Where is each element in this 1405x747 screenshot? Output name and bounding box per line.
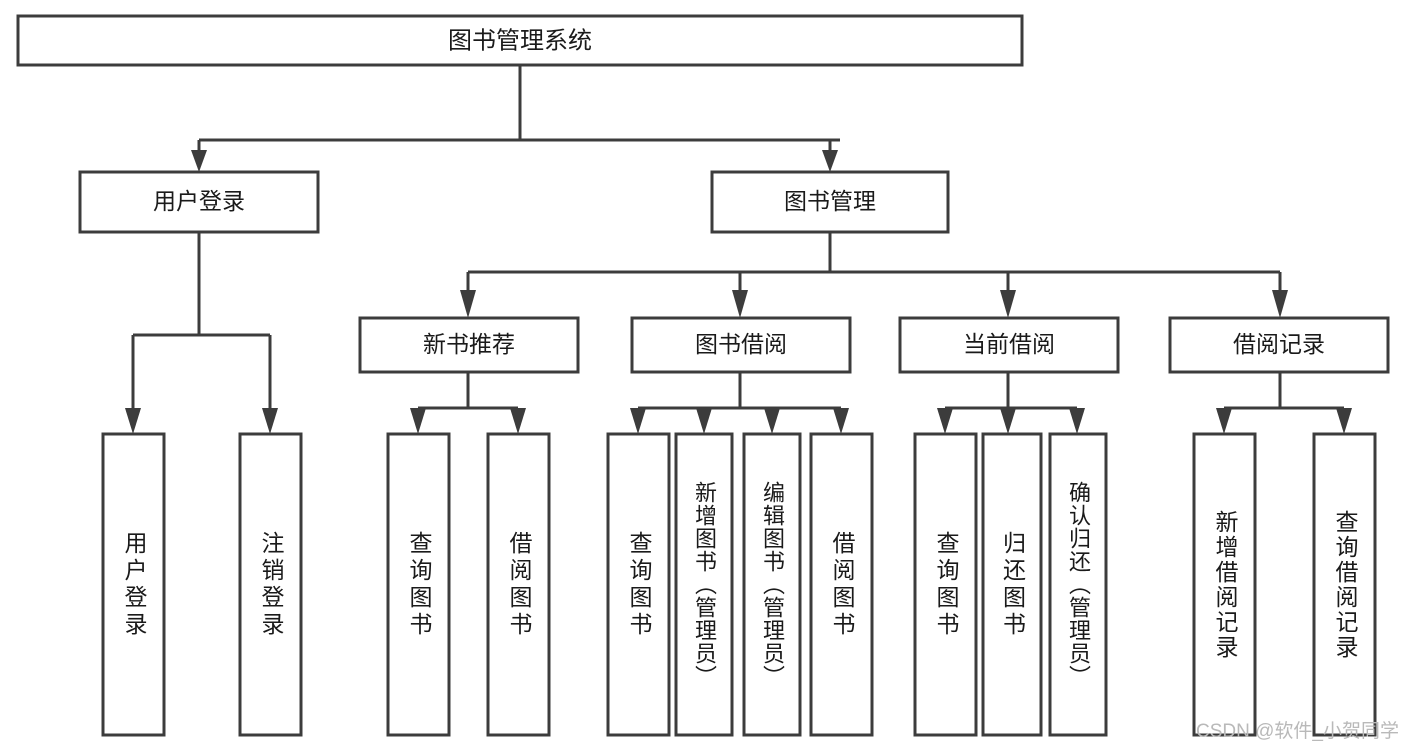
arrow-leaf-bookborrow-2 [696, 408, 712, 434]
arrow-leaf-borrowrecord-2 [1336, 408, 1352, 434]
node-root-label: 图书管理系统 [448, 27, 592, 54]
arrow-leaf-bookborrow-3 [764, 408, 780, 434]
arrow-leaf-borrowrecord-1 [1216, 408, 1232, 434]
node-book-borrow-label: 图书借阅 [695, 331, 787, 357]
arrow-borrowrecord [1272, 290, 1288, 318]
arrow-bookborrow [732, 290, 748, 318]
node-book-manage[interactable] [710, 170, 950, 234]
arrow-currentborrow [1000, 290, 1016, 318]
arrow-leaf-currentborrow-2 [1000, 408, 1016, 434]
node-borrow-record[interactable] [1168, 316, 1390, 374]
node-leaf-user-login[interactable] [101, 432, 166, 737]
node-user-login[interactable] [78, 170, 320, 234]
node-current-borrow-label: 当前借阅 [963, 331, 1055, 357]
node-leaf-borrow-book-2[interactable] [809, 432, 874, 737]
node-leaf-add-record[interactable] [1192, 432, 1257, 737]
node-current-borrow[interactable] [898, 316, 1120, 374]
node-root[interactable] [16, 14, 1024, 67]
node-leaf-query-book-1[interactable] [386, 432, 451, 737]
node-borrow-record-label: 借阅记录 [1233, 331, 1325, 357]
node-new-book-recommend-label: 新书推荐 [423, 331, 515, 357]
nodes-layer: 图书管理系统 用户登录 图书管理 新书推荐 图书借阅 当前借阅 借阅记录 [16, 14, 1390, 737]
arrow-leaf-newbook-1 [410, 408, 426, 434]
node-book-borrow[interactable] [630, 316, 852, 374]
node-leaf-query-book-2[interactable] [606, 432, 671, 737]
node-leaf-query-record[interactable] [1312, 432, 1377, 737]
arrow-leaf-currentborrow-3 [1069, 408, 1085, 434]
arrow-leaf-bookborrow-4 [833, 408, 849, 434]
node-leaf-logout[interactable] [238, 432, 303, 737]
arrow-leaf-currentborrow-1 [937, 408, 953, 434]
node-leaf-return-book[interactable] [981, 432, 1043, 737]
edges-layer [125, 65, 1352, 434]
node-new-book-recommend[interactable] [358, 316, 580, 374]
node-user-login-label: 用户登录 [153, 188, 245, 214]
arrow-leaf-user-login-1 [125, 408, 141, 434]
arrow-book-manage [822, 150, 838, 172]
watermark-text: CSDN @软件_小贺同学 [1196, 721, 1399, 742]
arrow-leaf-newbook-2 [510, 408, 526, 434]
arrow-newbook [460, 290, 476, 318]
arrow-leaf-user-login-2 [262, 408, 278, 434]
arrow-user-login [191, 150, 207, 172]
node-leaf-add-book[interactable] [674, 432, 734, 737]
arrow-leaf-bookborrow-1 [630, 408, 646, 434]
node-leaf-query-book-3[interactable] [913, 432, 978, 737]
node-book-manage-label: 图书管理 [784, 188, 876, 214]
node-leaf-edit-book[interactable] [742, 432, 802, 737]
node-leaf-confirm-return[interactable] [1048, 432, 1108, 737]
node-leaf-borrow-book-1[interactable] [486, 432, 551, 737]
